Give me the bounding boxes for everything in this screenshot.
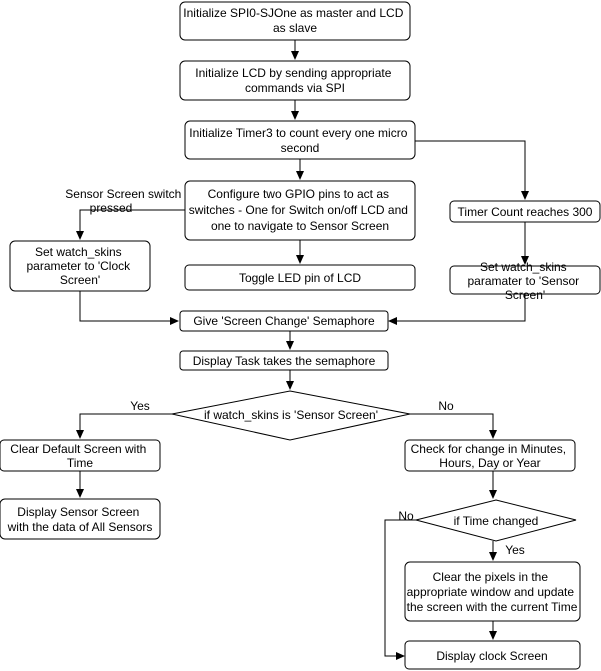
node-timer-count: Timer Count reaches 300 [449, 200, 601, 223]
svg-text:Initialize Timer3 to count eve: Initialize Timer3 to count every one mic… [189, 126, 410, 155]
node-clear-pixels: Clear the pixels in the appropriate wind… [404, 561, 581, 622]
node-decision-skins: if watch_skins is 'Sensor Screen' [171, 390, 411, 441]
edge-timechanged-no [384, 519, 416, 660]
edge-timer-to-timercount [415, 140, 529, 200]
node-configure-gpio: Configure two GPIO pins to act as switch… [184, 180, 416, 241]
svg-text:Check for change in Minutes,: Check for change in Minutes, Hours, Day … [411, 442, 570, 470]
svg-text:Display Sensor Screen wi: Display Sensor Screen with the data of A… [7, 505, 153, 534]
edge-decision-yes [76, 413, 172, 439]
node-toggle-led: Toggle LED pin of LCD [184, 264, 416, 291]
svg-text:Display Task takes the semapho: Display Task takes the semaphore [193, 354, 376, 368]
svg-text:Initialize LCD by sending appr: Initialize LCD by sending appropriate co… [195, 66, 394, 95]
edge-setclock-to-give [79, 291, 179, 325]
svg-text:Timer Count reaches 300: Timer Count reaches 300 [458, 205, 593, 219]
label-no-time: No [398, 509, 414, 523]
svg-text:Clear Default Screen with: Clear Default Screen with Time [10, 442, 149, 470]
svg-text:Configure two GPIO pins to act: Configure two GPIO pins to act as switch… [189, 187, 412, 233]
svg-text:if watch_skins is 'Sensor Scre: if watch_skins is 'Sensor Screen' [204, 408, 378, 422]
node-display-clock: Display clock Screen [404, 640, 581, 670]
edge-gpio-to-setclock [76, 209, 185, 240]
node-give-semaphore: Give 'Screen Change' Semaphore [179, 310, 389, 332]
node-check-change: Check for change in Minutes, Hours, Day … [404, 439, 576, 472]
node-set-clock: Set watch_skins parameter to 'Clock Scre… [9, 240, 151, 292]
node-set-sensor: Set watch_skins paramater to 'Sensor Scr… [449, 260, 601, 302]
svg-text:Display clock Screen: Display clock Screen [436, 649, 547, 663]
svg-text:Initialize SPI0-SJOne as maste: Initialize SPI0-SJOne as master and LCD … [183, 6, 406, 35]
edge-setsensor-to-give [388, 294, 526, 325]
node-init-lcd: Initialize LCD by sending appropriate co… [179, 60, 411, 101]
svg-text:Clear the pixels in the: Clear the pixels in the appropriate wind… [407, 570, 578, 614]
label-sensor-switch: Sensor Screen switch pressed [65, 187, 184, 215]
svg-text:Set watch_skins paramate: Set watch_skins paramater to 'Sensor Scr… [467, 260, 582, 302]
edge-decision-no [410, 413, 497, 439]
node-init-timer: Initialize Timer3 to count every one mic… [184, 120, 416, 160]
node-display-task: Display Task takes the semaphore [179, 350, 389, 371]
label-yes-left: Yes [130, 399, 150, 413]
svg-text:Give 'Screen Change' Semaphore: Give 'Screen Change' Semaphore [193, 314, 375, 328]
edges [76, 40, 529, 660]
svg-text:Toggle LED pin of LCD: Toggle LED pin of LCD [239, 271, 361, 285]
node-init-spi: Initialize SPI0-SJOne as master and LCD … [179, 1, 411, 41]
svg-text:if Time changed: if Time changed [454, 514, 539, 528]
label-yes-time: Yes [505, 543, 525, 557]
label-no-right: No [438, 399, 454, 413]
svg-text:Set watch_skins paramete: Set watch_skins parameter to 'Clock Scre… [26, 245, 133, 287]
node-display-sensor: Display Sensor Screen with the data of A… [0, 498, 161, 540]
node-clear-default: Clear Default Screen with Time [0, 439, 161, 472]
node-decision-time: if Time changed [415, 499, 577, 542]
